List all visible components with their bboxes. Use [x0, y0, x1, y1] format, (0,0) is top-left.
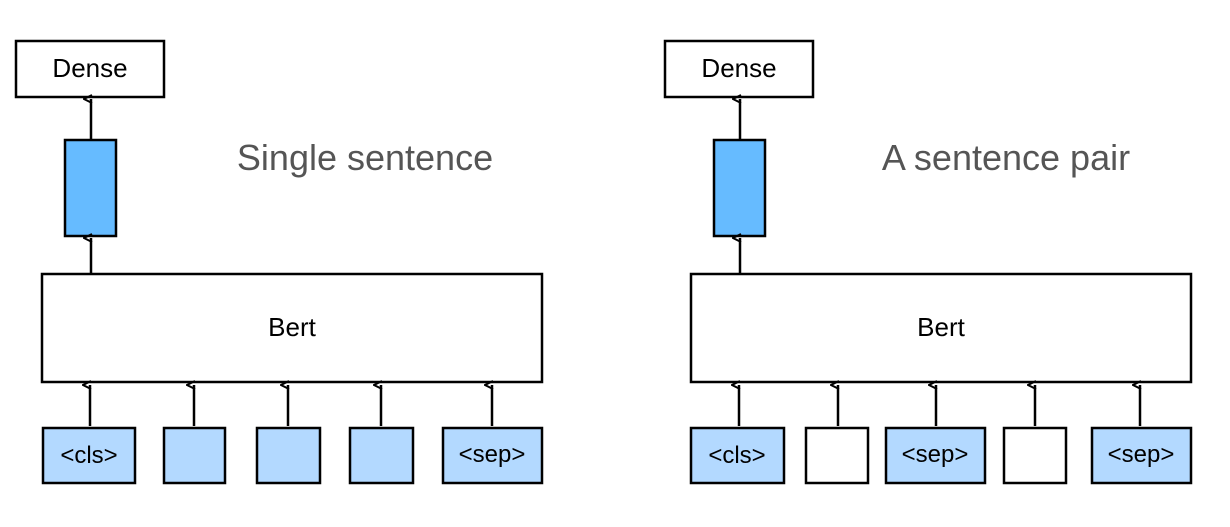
cls-feature-vector — [712, 138, 767, 238]
cls-feature-vector — [63, 138, 118, 238]
dense-layer: Dense — [663, 39, 815, 99]
svg-text:<sep>: <sep> — [902, 441, 969, 468]
token-word-a — [804, 385, 870, 485]
panel-sentence-pair: Dense Bert A sentence pair <cls> <sep> — [663, 39, 1193, 485]
token-word-2 — [255, 385, 322, 485]
token-word-1 — [162, 385, 227, 485]
panel-single-sentence: Dense Bert Single sentence <cls> — [14, 39, 544, 485]
token-word-b — [1002, 385, 1068, 485]
token-sep-1: <sep> — [884, 385, 987, 485]
token-word-3 — [348, 385, 415, 485]
token-row: <cls> <sep> — [41, 385, 544, 485]
token-sep-2: <sep> — [1090, 385, 1193, 485]
svg-text:<cls>: <cls> — [60, 442, 117, 469]
svg-text:<sep>: <sep> — [459, 441, 526, 468]
dense-layer: Dense — [14, 39, 166, 99]
panel-caption: A sentence pair — [882, 137, 1130, 178]
bert-encoder: Bert — [40, 272, 544, 384]
svg-text:<sep>: <sep> — [1108, 441, 1175, 468]
token-sep: <sep> — [441, 385, 544, 485]
svg-text:<cls>: <cls> — [708, 442, 765, 469]
bert-label: Bert — [268, 312, 316, 342]
bert-label: Bert — [917, 312, 965, 342]
token-row: <cls> <sep> <sep> — [689, 385, 1193, 485]
token-cls: <cls> — [689, 385, 786, 485]
bert-encoder: Bert — [689, 272, 1193, 384]
dense-label: Dense — [701, 53, 776, 83]
panel-caption: Single sentence — [237, 137, 493, 178]
dense-label: Dense — [52, 53, 127, 83]
token-cls: <cls> — [41, 385, 137, 485]
